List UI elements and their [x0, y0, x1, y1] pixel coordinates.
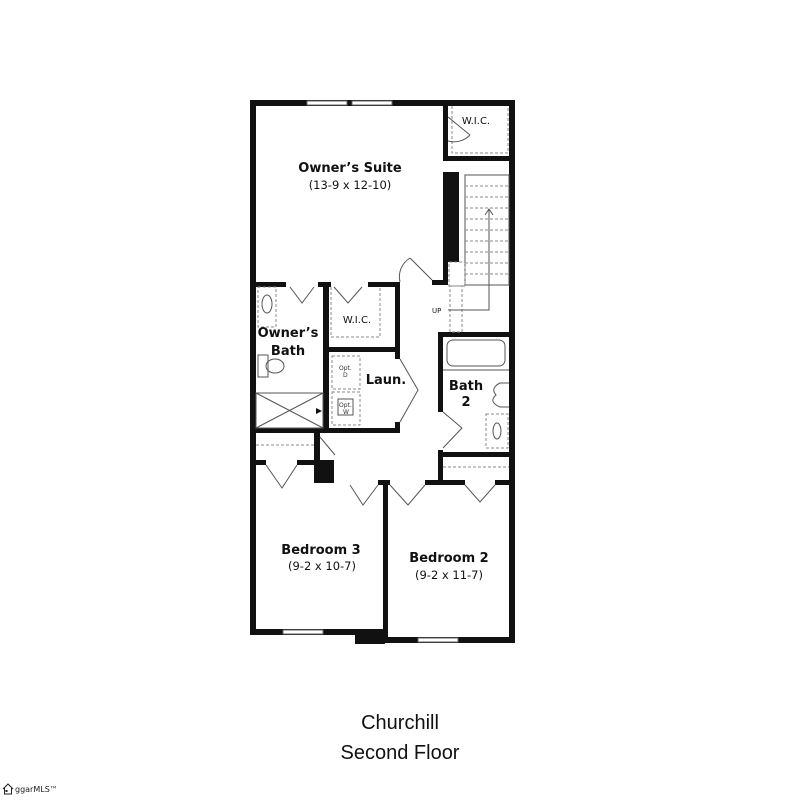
stairs-up-label: UP: [432, 307, 441, 315]
wic-upper-label: W.I.C.: [462, 116, 490, 127]
owners-bath-label-line1: Owner’s: [258, 326, 319, 341]
floor-name: Second Floor: [340, 742, 460, 764]
bedroom-3-dimensions: (9-2 x 10-7): [288, 559, 356, 573]
windows: [282, 100, 459, 643]
owners-suite-label: Owner’s Suite: [298, 161, 402, 176]
opt-washer-label-1: Opt.: [339, 402, 352, 409]
room-labels: Owner’s Suite (13-9 x 12-10) W.I.C. Owne…: [258, 116, 491, 582]
mls-watermark: ggarMLS™: [2, 783, 58, 795]
laundry-label: Laun.: [366, 373, 407, 388]
interior-walls: [256, 106, 515, 640]
bedroom-3-label: Bedroom 3: [281, 543, 360, 558]
house-logo-icon: [2, 783, 14, 795]
bath-2-label-line2: 2: [461, 395, 470, 410]
staircase: UP: [432, 174, 510, 333]
opt-dryer-label-2: D: [343, 372, 348, 379]
owners-suite-dimensions: (13-9 x 12-10): [309, 178, 392, 192]
bath-2-label-line1: Bath: [449, 379, 483, 394]
doors: [265, 116, 496, 506]
owners-bath-label-line2: Bath: [271, 344, 305, 359]
wic-lower-label: W.I.C.: [343, 315, 371, 326]
plan-name: Churchill: [361, 712, 439, 734]
bedroom-2-dimensions: (9-2 x 11-7): [415, 568, 483, 582]
watermark-text: ggarMLS™: [15, 784, 58, 794]
opt-washer-label-2: W: [343, 409, 349, 416]
opt-dryer-label-1: Opt.: [339, 365, 352, 372]
bedroom-2-label: Bedroom 2: [409, 551, 488, 566]
fixtures: UP Opt. D Opt. W: [255, 106, 510, 468]
